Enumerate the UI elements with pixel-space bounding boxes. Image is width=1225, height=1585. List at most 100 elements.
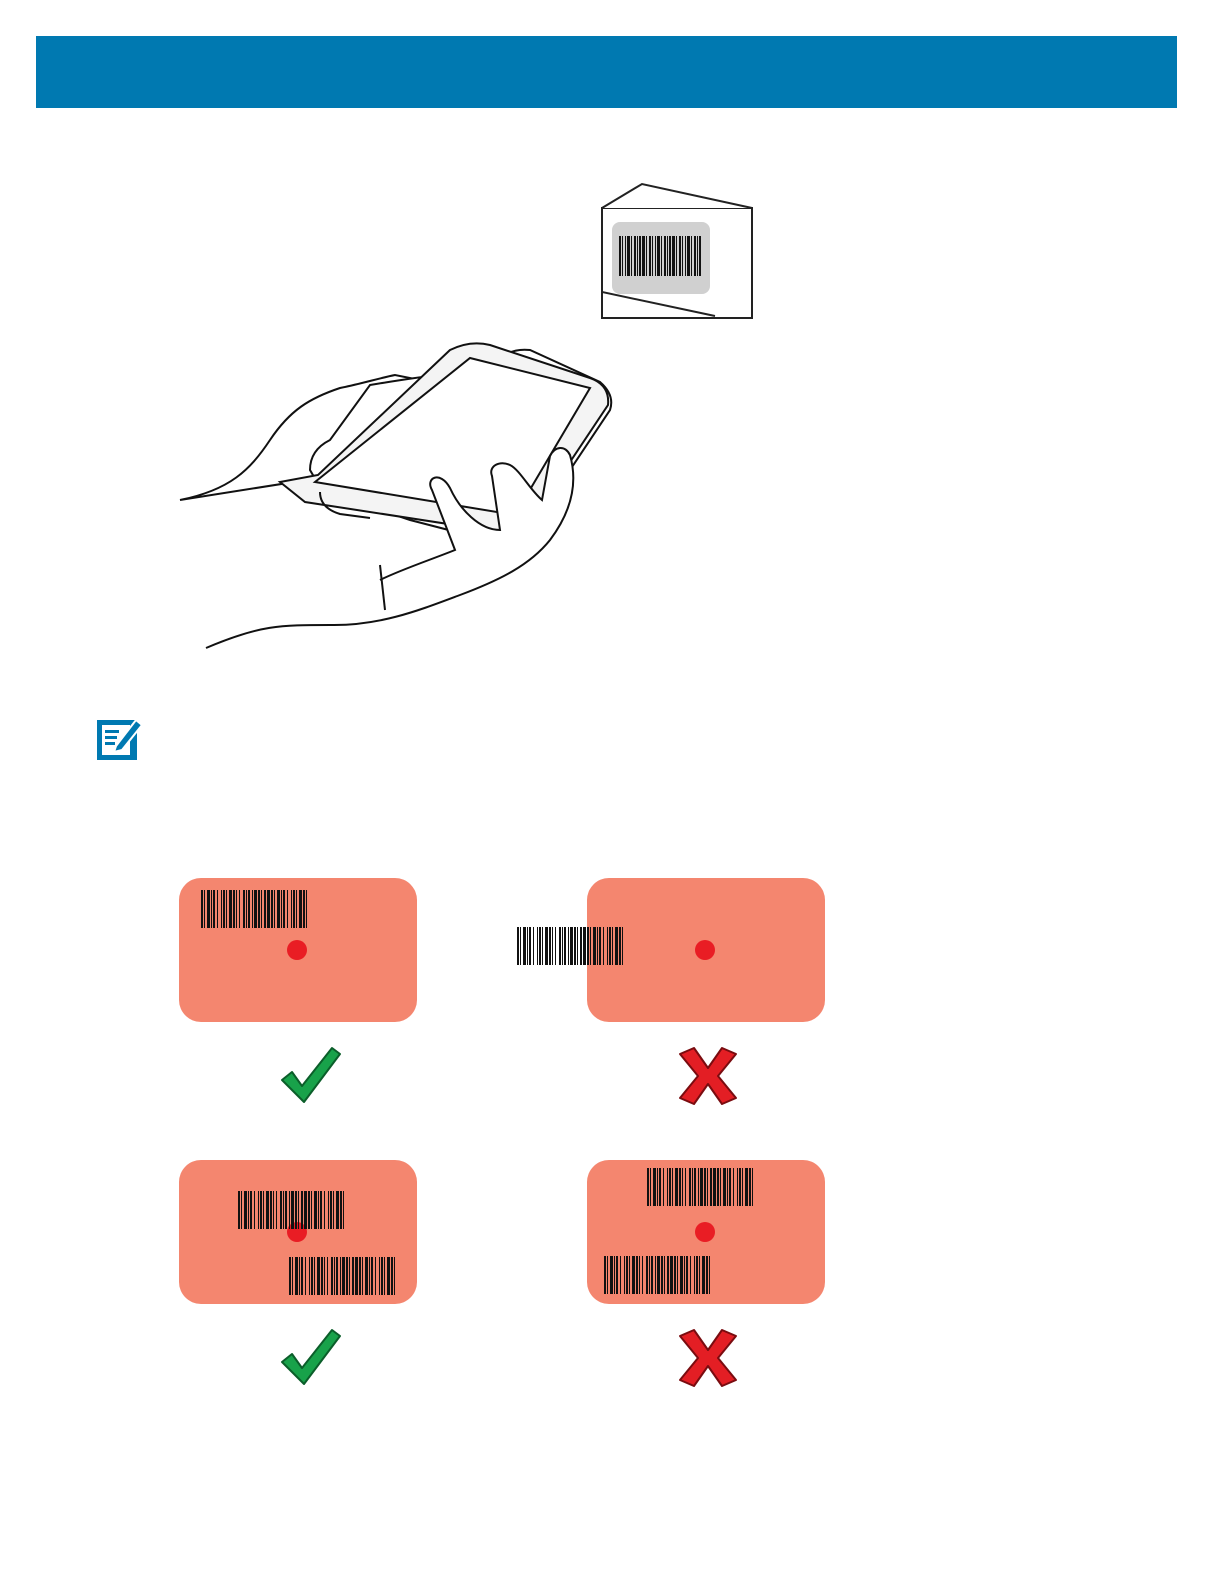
barcode-bar [700, 1168, 703, 1206]
barcode-bar [674, 1256, 676, 1294]
box-barcode-bar [676, 236, 677, 276]
box-barcode-bar [687, 236, 690, 276]
box-barcode-bar [619, 236, 621, 276]
box-barcode-bar [664, 236, 666, 276]
barcode-bar [752, 1168, 753, 1206]
box-barcode-bar [652, 236, 653, 276]
barcode-bar [622, 927, 623, 965]
barcode-bar [331, 1257, 333, 1295]
barcode-bar [529, 927, 531, 965]
barcode-bar [266, 1191, 269, 1229]
barcode-icon [517, 927, 624, 965]
barcode-bar [276, 1191, 277, 1229]
barcode-bar [639, 1256, 640, 1294]
barcode-bar [709, 1256, 710, 1294]
barcode-bar [298, 1191, 299, 1229]
box-barcode-bar [672, 236, 675, 276]
barcode-bar [371, 1257, 373, 1295]
barcode-bar [375, 1257, 376, 1295]
barcode-bar [246, 890, 247, 928]
box-barcode-bar [685, 236, 686, 276]
barcode-bar [299, 1257, 300, 1295]
barcode-bar [607, 1256, 608, 1294]
barcode-bar [211, 890, 212, 928]
barcode-bar [369, 1257, 370, 1295]
barcode-bar [702, 1256, 705, 1294]
barcode-bar [352, 1257, 354, 1295]
barcode-bar [321, 1257, 323, 1295]
barcode-bar [330, 1191, 332, 1229]
barcode-bar [254, 1191, 255, 1229]
box-barcode-bar [669, 236, 671, 276]
barcode-bar [692, 1168, 693, 1206]
barcode-bar [694, 1256, 695, 1294]
barcode-bar [675, 1168, 678, 1206]
barcode-bar [698, 1168, 699, 1206]
barcode-bar [314, 1191, 317, 1229]
barcode-bar [314, 1257, 315, 1295]
barcode-bar [672, 1168, 673, 1206]
barcode-bar [696, 1256, 698, 1294]
barcode-bar [340, 1257, 341, 1295]
barcode-bar [308, 1191, 310, 1229]
barcode-bar [260, 1191, 262, 1229]
barcode-bar [229, 890, 232, 928]
barcode-bar [333, 1191, 334, 1229]
barcode-bar [568, 927, 569, 965]
barcode-bar [533, 927, 534, 965]
barcode-bar [723, 1168, 726, 1206]
barcode-bar [303, 890, 305, 928]
barcode-bar [667, 1168, 668, 1206]
barcode-bar [267, 890, 270, 928]
barcode-bar [649, 1256, 650, 1294]
barcode-bar [336, 1257, 338, 1295]
barcode-bar [537, 927, 538, 965]
barcode-bar [207, 890, 210, 928]
barcode-bar [285, 1191, 287, 1229]
barcode-bar [542, 927, 543, 965]
barcode-bar [636, 1256, 638, 1294]
barcode-bar [311, 1257, 313, 1295]
barcode-bar [632, 1256, 635, 1294]
barcode-bar [651, 1256, 653, 1294]
barcode-bar [309, 1257, 310, 1295]
barcode-bar [684, 1256, 685, 1294]
barcode-bar [305, 1257, 306, 1295]
barcode-bar [704, 1168, 706, 1206]
barcode-bar [682, 1168, 683, 1206]
barcode-bar [289, 1257, 291, 1295]
barcode-bar [295, 1191, 297, 1229]
barcode-bar [264, 890, 266, 928]
box-barcode-bar [639, 236, 641, 276]
barcode-bar [334, 1257, 335, 1295]
barcode-bar [737, 1168, 738, 1206]
barcode-bar [254, 890, 257, 928]
barcode-bar [261, 890, 262, 928]
barcode-bar [362, 1257, 363, 1295]
barcode-bar [664, 1256, 665, 1294]
barcode-bar [729, 1168, 731, 1206]
barcode-bar [291, 1191, 294, 1229]
barcode-bar [624, 1256, 625, 1294]
barcode-bar [281, 890, 282, 928]
barcode-box-icon [602, 184, 752, 318]
barcode-bar [650, 1168, 651, 1206]
box-barcode-bar [646, 236, 647, 276]
barcode-bar [657, 1168, 658, 1206]
barcode-bar [655, 1256, 656, 1294]
barcode-bar [659, 1168, 661, 1206]
barcode-bar [663, 1168, 664, 1206]
barcode-bar [387, 1257, 390, 1295]
barcode-bar [391, 1257, 393, 1295]
barcode-bar [394, 1257, 395, 1295]
barcode-bar [283, 1191, 284, 1229]
barcode-bar [359, 1257, 361, 1295]
barcode-bar [677, 1256, 678, 1294]
aim-dot [695, 940, 715, 960]
barcode-bar [320, 1191, 322, 1229]
box-barcode-bar [642, 236, 645, 276]
barcode-bar [590, 927, 591, 965]
barcode-bar [685, 1168, 686, 1206]
box-barcode-bar [625, 236, 626, 276]
barcode-bar [381, 1257, 383, 1295]
